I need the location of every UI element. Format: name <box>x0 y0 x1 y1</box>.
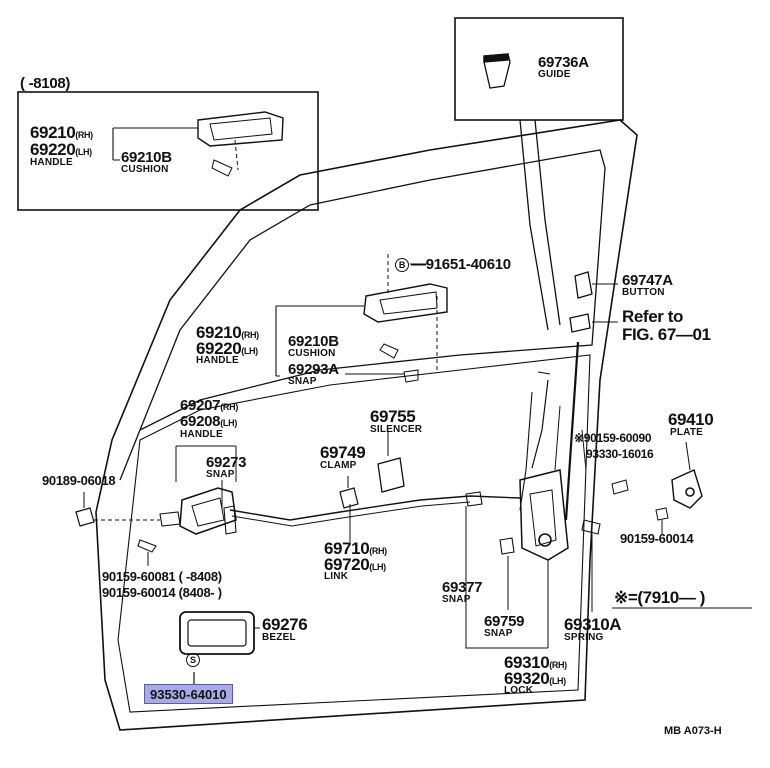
bezel-name: BEZEL <box>262 632 296 643</box>
screw-90159-60090: ※90159-60090 <box>574 431 652 445</box>
spring-no: 69310A <box>564 615 622 634</box>
handle-rh: 69210(RH) <box>196 323 259 342</box>
inner-handle-rh: 69207(RH) <box>180 397 239 414</box>
silencer-name: SILENCER <box>370 424 423 435</box>
snap-69759-no: 69759 <box>484 613 525 630</box>
refer-line-2: FIG. 67—01 <box>622 325 711 344</box>
bolt-91651: B—91651-40610 <box>395 257 511 273</box>
guide-part-no: 69736A <box>538 54 589 71</box>
handle-lh: 69220(LH) <box>196 339 258 358</box>
link-lh: 69720(LH) <box>324 555 386 574</box>
snap-69759-name: SNAP <box>484 628 513 639</box>
snap-69273-no: 69273 <box>206 454 247 471</box>
inset-box-left <box>17 91 319 211</box>
guide-channel <box>519 119 561 331</box>
range-label-7910: ※=(7910— ) <box>614 588 706 607</box>
button-part <box>574 271 593 299</box>
inset-handle-name: HANDLE <box>30 157 73 168</box>
inner-handle-lh: 69208(LH) <box>180 413 238 430</box>
plate-name: PLATE <box>670 427 704 438</box>
inner-handle <box>179 487 237 535</box>
symbol-s-wrap: S <box>186 652 200 668</box>
inset-cushion-no: 69210B <box>121 149 172 166</box>
clamp-name: CLAMP <box>320 460 357 471</box>
window-frame <box>119 149 606 481</box>
door-outline <box>95 119 638 731</box>
snap-69273-name: SNAP <box>206 469 235 480</box>
lock-lh: 69320(LH) <box>504 669 566 688</box>
silencer-no: 69755 <box>370 407 416 426</box>
button-part-name: BUTTON <box>622 287 665 298</box>
striker-plate <box>671 469 703 509</box>
bezel-no: 69276 <box>262 615 308 634</box>
cushion-no: 69210B <box>288 333 339 350</box>
clamp <box>339 487 359 509</box>
door-lock <box>519 469 569 561</box>
handle-name: HANDLE <box>196 355 239 366</box>
clamp-no: 69749 <box>320 443 366 462</box>
inset-handle-lh: 69220(LH) <box>30 140 92 159</box>
snap-69377-name: SNAP <box>442 594 471 605</box>
inner-panel <box>117 354 591 713</box>
plate-no: 69410 <box>668 410 714 429</box>
outer-handle <box>363 283 448 323</box>
figure-code: MB A073-H <box>664 725 722 737</box>
snap-69377-no: 69377 <box>442 579 483 596</box>
range-label-8108: ( -8108) <box>20 75 71 92</box>
inset-handle-rh: 69210(RH) <box>30 123 93 142</box>
refer-line-1: Refer to <box>622 307 684 326</box>
lock-rh: 69310(RH) <box>504 653 567 672</box>
screw-93330: 93330-16016 <box>586 447 654 461</box>
lock-name: LOCK <box>504 685 534 696</box>
silencer <box>377 457 405 493</box>
inset-box-guide <box>454 17 624 121</box>
inset-handle <box>197 111 284 147</box>
cushion-name: CUSHION <box>288 348 336 359</box>
clip-90189: 90189-06018 <box>42 473 116 488</box>
screw-90159-60014-right: 90159-60014 <box>620 531 694 546</box>
symbol-s: S <box>186 652 200 667</box>
guide-part-name: GUIDE <box>538 69 571 80</box>
symbol-b: B <box>395 258 409 273</box>
link-rh: 69710(RH) <box>324 539 387 558</box>
bezel <box>179 611 255 655</box>
snap-69293a-name: SNAP <box>288 376 317 387</box>
inset-cushion-name: CUSHION <box>121 164 169 175</box>
spring-name: SPRING <box>564 632 604 643</box>
link-name: LINK <box>324 571 349 582</box>
highlighted-part-number[interactable]: 93530-64010 <box>144 684 233 704</box>
screw-90159-60014: 90159-60014 (8408- ) <box>102 585 222 600</box>
snap-69293a-no: 69293A <box>288 361 339 378</box>
inner-handle-name: HANDLE <box>180 429 223 440</box>
link-rod <box>229 495 521 521</box>
button-part-no: 69747A <box>622 272 673 289</box>
screw-90159-60081: 90159-60081 ( -8408) <box>102 569 222 584</box>
